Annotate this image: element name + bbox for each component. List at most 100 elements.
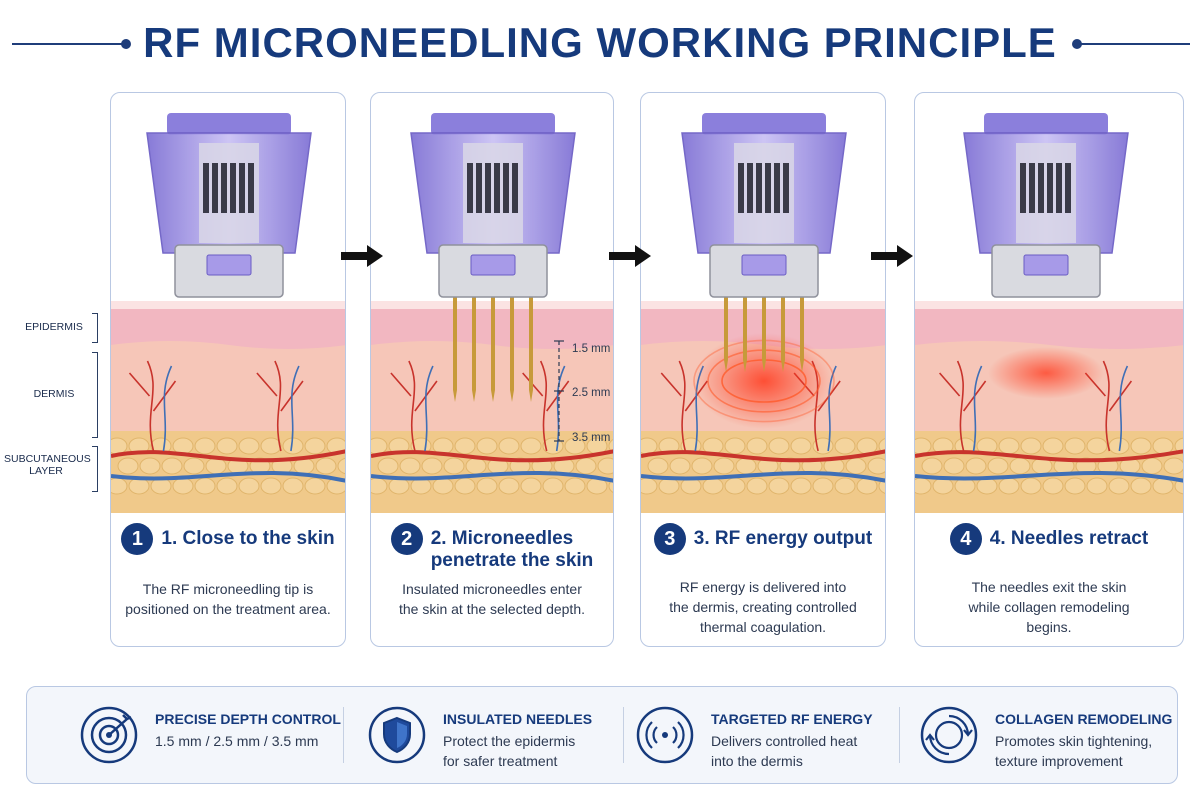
fat-cell <box>260 437 282 455</box>
fat-cell <box>304 437 326 455</box>
vein <box>371 470 613 483</box>
microneedle <box>781 295 785 360</box>
artery <box>915 449 1183 463</box>
fat-cell <box>542 477 564 495</box>
step-4-desc-line1: The needles exit the skin <box>971 579 1127 595</box>
microneedle <box>529 295 533 390</box>
fat-cell <box>724 477 746 495</box>
handpiece-pin <box>467 163 473 213</box>
fat-cell <box>915 477 932 495</box>
step-3-description: RF energy is delivered into the dermis, … <box>651 577 875 637</box>
fat-cell <box>1042 477 1064 495</box>
handpiece-pin <box>1029 163 1035 213</box>
feature-3-desc: Delivers controlled heat into the dermis <box>711 731 857 771</box>
fat-cell <box>641 477 658 495</box>
feature-targeted-rf: TARGETED RF ENERGY Delivers controlled h… <box>635 687 895 783</box>
handpiece-pin <box>239 163 245 213</box>
title-dot-right <box>1072 39 1082 49</box>
fat-cell <box>238 437 260 455</box>
capillary-blue <box>162 365 173 452</box>
rf-wave-icon <box>636 706 694 764</box>
fat-cell <box>304 477 326 495</box>
step-3-illustration <box>641 113 885 513</box>
feature-precise-depth: PRECISE DEPTH CONTROL 1.5 mm / 2.5 mm / … <box>79 687 341 783</box>
skin-surface <box>111 301 345 311</box>
fat-cell <box>216 437 238 455</box>
fat-cell <box>1141 457 1163 475</box>
fat-cell <box>1086 477 1108 495</box>
step-4-description: The needles exit the skin while collagen… <box>925 577 1173 637</box>
step-1-desc-line2: positioned on the treatment area. <box>125 601 331 617</box>
fat-cell <box>724 437 746 455</box>
title-divider-left <box>12 43 122 45</box>
fat-cell <box>111 437 128 455</box>
fat-cell <box>1020 437 1042 455</box>
fat-cell <box>943 457 965 475</box>
capillary-blue <box>972 365 983 452</box>
fat-cell <box>1064 437 1086 455</box>
handpiece-pin <box>230 163 236 213</box>
fat-cell <box>812 477 834 495</box>
feature-4-title: COLLAGEN REMODELING <box>995 711 1173 727</box>
microneedle <box>510 295 514 390</box>
step-card-4: 4 4. Needles retract The needles exit th… <box>914 92 1184 647</box>
cartridge-window <box>741 254 787 276</box>
feature-collagen: COLLAGEN REMODELING Promotes skin tighte… <box>919 687 1173 783</box>
fat-cell <box>117 457 139 475</box>
fat-cell <box>1108 437 1130 455</box>
skin-surface <box>915 301 1183 311</box>
layer-label-subcutaneous-line2: LAYER <box>29 465 63 477</box>
fat-cell <box>421 457 443 475</box>
handpiece-top <box>167 113 291 135</box>
fat-cell <box>647 457 669 475</box>
fat-cell <box>1130 477 1152 495</box>
layer-label-subcutaneous: SUBCUTANEOUS LAYER <box>4 453 91 477</box>
artery <box>371 449 613 463</box>
capillary-blue <box>424 365 434 452</box>
depth-label-2-5mm: 2.5 mm <box>572 387 611 399</box>
step-4-illustration <box>915 113 1183 513</box>
fat-cell <box>139 457 161 475</box>
fat-cell <box>1130 437 1152 455</box>
title-row: RF MICRONEEDLING WORKING PRINCIPLE <box>0 18 1200 68</box>
fat-cell <box>597 457 613 475</box>
fat-cell <box>194 477 216 495</box>
cartridge-window <box>470 254 516 276</box>
microneedle <box>453 295 457 390</box>
handpiece-top <box>984 113 1108 135</box>
step-1-description: The RF microneedling tip is positioned o… <box>121 579 335 619</box>
feature-2-title: INSULATED NEEDLES <box>443 711 593 727</box>
fat-cell <box>608 479 613 493</box>
step-2-description: Insulated microneedles enter the skin at… <box>381 579 603 619</box>
fat-cell <box>746 477 768 495</box>
handpiece-pin <box>503 163 509 213</box>
fat-cell <box>1086 437 1108 455</box>
fat-cell <box>465 457 487 475</box>
step-4-number-badge: 4 <box>949 523 982 555</box>
microneedle <box>472 295 476 390</box>
microneedle-tip <box>472 390 476 402</box>
fat-cell <box>399 457 421 475</box>
step-1-header: 1 1. Close to the skin <box>111 523 345 555</box>
vein <box>641 470 885 483</box>
fat-cell <box>315 457 337 475</box>
handpiece-pin <box>774 163 780 213</box>
feature-insulated-needles: INSULATED NEEDLES Protect the epidermis … <box>367 687 627 783</box>
handpiece-pin <box>485 163 491 213</box>
features-bar: PRECISE DEPTH CONTROL 1.5 mm / 2.5 mm / … <box>26 686 1178 784</box>
step-2-title-line2: penetrate the skin <box>430 550 594 571</box>
fat-cell <box>932 477 954 495</box>
vein <box>111 470 345 483</box>
handpiece-pin <box>248 163 254 213</box>
handpiece-pin <box>738 163 744 213</box>
fat-cell <box>498 477 520 495</box>
step-3-number-badge: 3 <box>653 523 686 555</box>
fat-cell <box>183 457 205 475</box>
fat-cell <box>768 437 790 455</box>
microneedle-tip <box>743 360 747 372</box>
fat-cell <box>476 477 498 495</box>
fat-cell <box>205 457 227 475</box>
fat-cell <box>608 439 613 453</box>
fat-cell <box>790 437 812 455</box>
fat-cell <box>172 477 194 495</box>
